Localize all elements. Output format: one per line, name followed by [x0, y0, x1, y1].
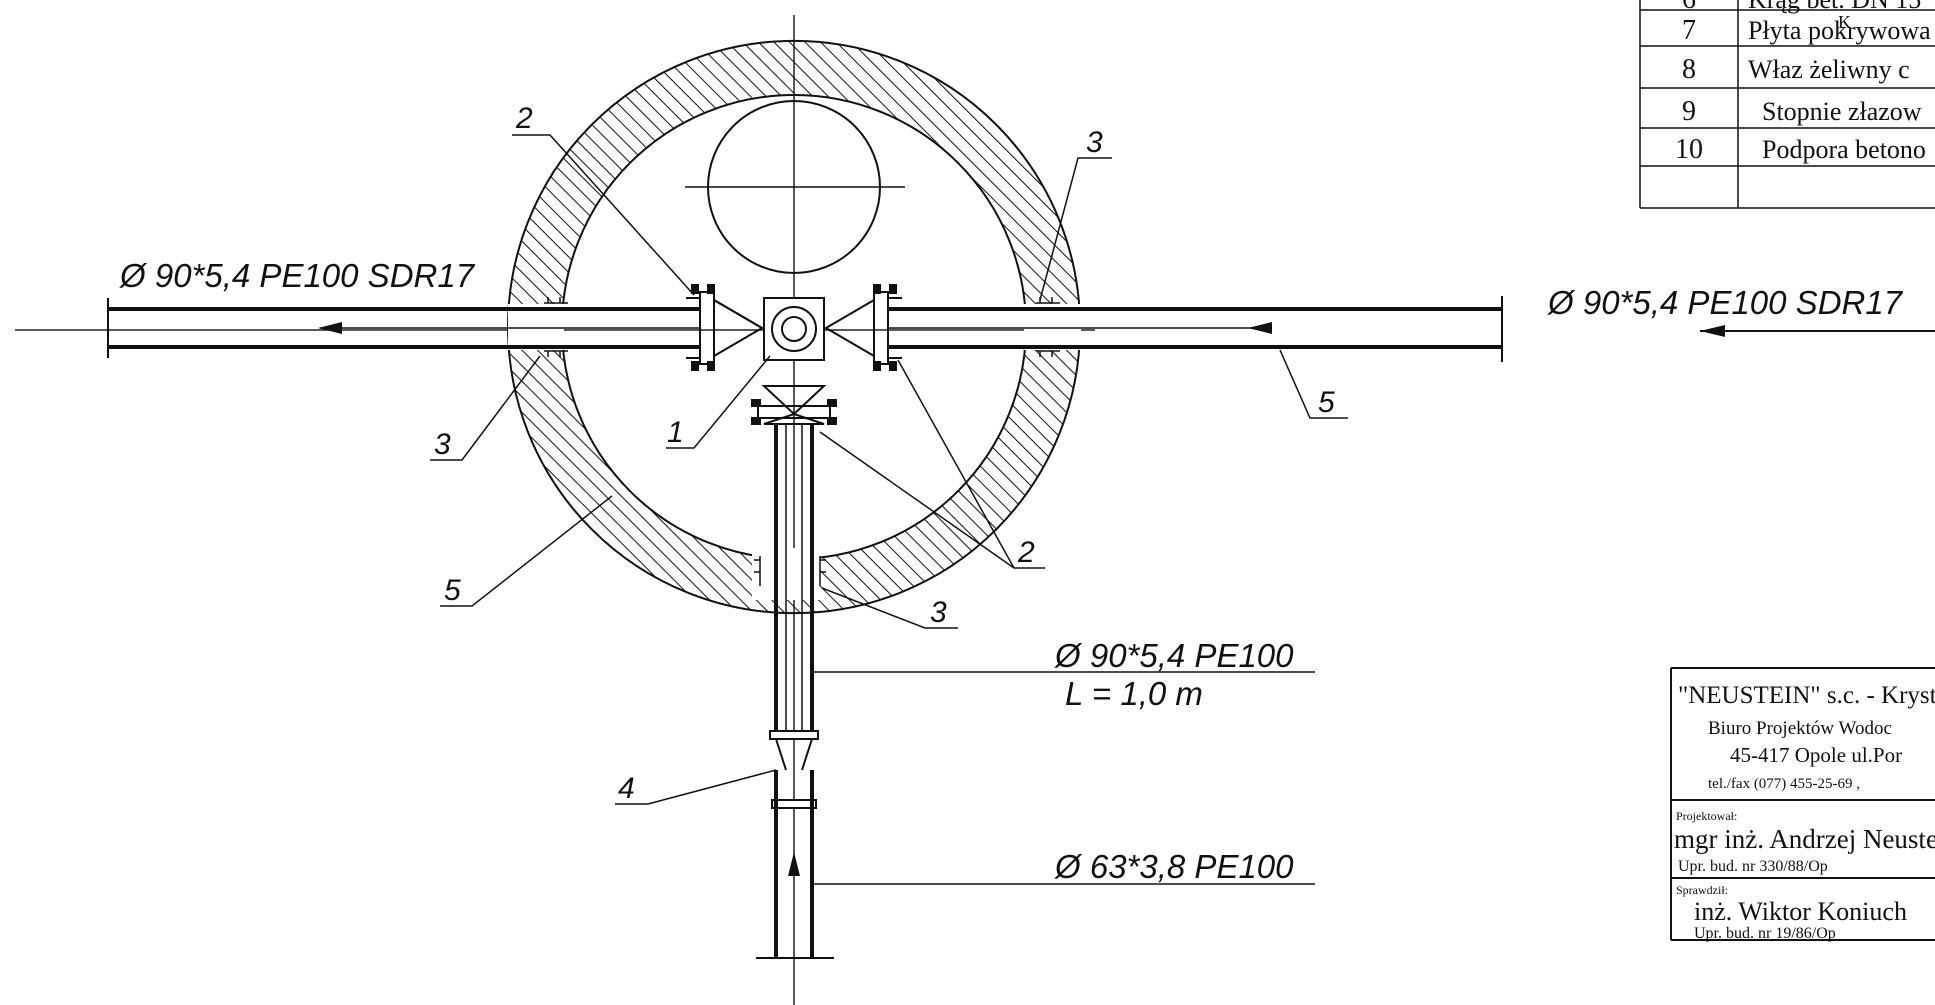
- office-name: Biuro Projektów Wodoc: [1708, 718, 1892, 739]
- title-block: "NEUSTEIN" s.c. - Krysty Biuro Projektów…: [1670, 667, 1935, 942]
- callout-number: 2: [515, 102, 533, 135]
- checker-name: inż. Wiktor Koniuch: [1694, 897, 1907, 926]
- callout-number: 2: [1017, 536, 1035, 569]
- parts-row-text: Stopnie złazow: [1762, 97, 1922, 126]
- reducer: [769, 730, 819, 809]
- left-pipe-label: Ø 90*5,4 PE100 SDR17: [119, 257, 476, 294]
- callout-number: 3: [1086, 126, 1103, 159]
- parts-row-number: 6: [1682, 0, 1696, 15]
- inlet-pipe-label: Ø 63*3,8 PE100: [1054, 848, 1294, 885]
- parts-row-text: Właz żeliwny c: [1748, 55, 1910, 84]
- tee-fitting: [763, 297, 825, 361]
- right-pipe-label: Ø 90*5,4 PE100 SDR17: [1547, 284, 1904, 321]
- parts-row-text: Płyta pokrywowa: [1748, 16, 1931, 45]
- company-name: "NEUSTEIN" s.c. - Krysty: [1678, 682, 1935, 709]
- designer-name: mgr inż. Andrzej Neuste: [1674, 824, 1935, 854]
- callout-number: 3: [434, 428, 451, 461]
- checked-label: Sprawdził:: [1676, 883, 1728, 897]
- checker-license: Upr. bud. nr 19/86/Op: [1694, 925, 1836, 942]
- parts-row-number: 8: [1682, 54, 1696, 85]
- parts-table: 6 Krąg bet. DN 15 7 Płyta pokrywowa K 8 …: [1639, 0, 1935, 209]
- callout-number: 4: [618, 772, 635, 805]
- pipe-labels: Ø 90*5,4 PE100 SDR17 Ø 90*5,4 PE100 SDR1…: [119, 257, 1904, 885]
- parts-row-number: 7: [1682, 15, 1696, 46]
- inlet-pipe: [756, 770, 834, 959]
- callout-numbers: 1 2 2 3 3 3 3 4 5 5: [434, 102, 1335, 805]
- parts-row-number: 9: [1682, 96, 1696, 127]
- vertical-pipe: [774, 424, 814, 735]
- callout-number: 5: [444, 574, 461, 607]
- vertical-pipe-length: L = 1,0 m: [1065, 675, 1203, 712]
- callout-number: 5: [1318, 386, 1335, 419]
- callout-number: 1: [667, 416, 684, 449]
- parts-row-text: Podpora betono: [1762, 135, 1926, 164]
- parts-stray-mark: K: [1838, 12, 1851, 32]
- office-phone: tel./fax (077) 455-25-69 ,: [1708, 776, 1860, 792]
- parts-row-number: 10: [1675, 134, 1703, 165]
- parts-row-text: Krąg bet. DN 15: [1748, 0, 1921, 14]
- leader-lines: [430, 134, 1348, 885]
- office-address: 45-417 Opole ul.Por: [1730, 743, 1902, 767]
- right-pipe: [888, 296, 1935, 362]
- callout-number: 3: [930, 596, 947, 629]
- vertical-pipe-label: Ø 90*5,4 PE100: [1054, 637, 1294, 674]
- designed-label: Projektował:: [1676, 809, 1737, 823]
- centerlines: [15, 15, 1095, 1005]
- left-pipe: [107, 298, 700, 358]
- designer-license: Upr. bud. nr 330/88/Op: [1678, 858, 1828, 875]
- manhole-opening: [685, 100, 905, 274]
